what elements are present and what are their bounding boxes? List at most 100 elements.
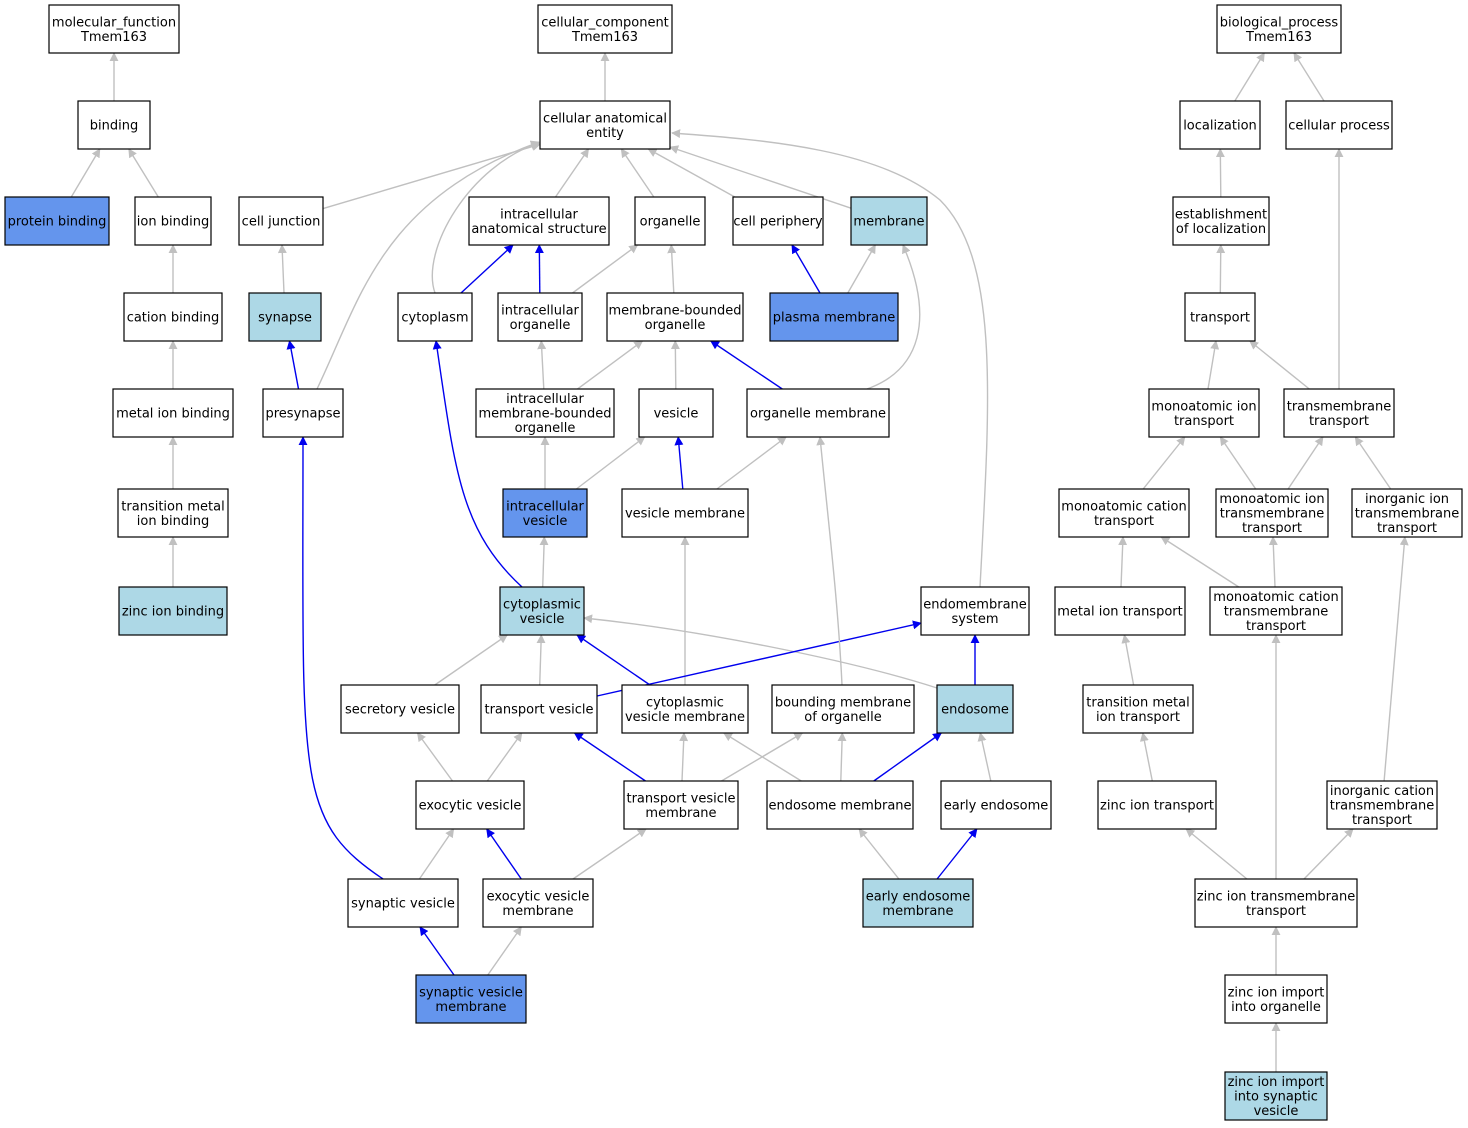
node-metaliontr[interactable]: metal ion transport [1054, 586, 1186, 636]
node-secves[interactable]: secretory vesicle [340, 684, 460, 734]
edge-secves-to-cytves [434, 634, 508, 686]
node-exoves[interactable]: exocytic vesicle [415, 780, 525, 830]
edge-cellper-to-cae [647, 148, 736, 198]
edge-celljunc-to-cae [322, 142, 541, 210]
node-label-line: transmembrane [1287, 399, 1392, 414]
node-label-line: transport [1246, 904, 1306, 919]
edge-estloc-to-localization [1215, 148, 1225, 198]
node-label-line: ion transport [1096, 710, 1180, 725]
node-box [262, 388, 344, 438]
node-box [475, 388, 615, 438]
node-zincbind[interactable]: zinc ion binding [118, 586, 228, 636]
node-label-line: cellular_component [541, 15, 669, 30]
node-protbind[interactable]: protein binding [4, 196, 110, 246]
node-box [936, 684, 1014, 734]
node-zinctr[interactable]: zinc ion transport [1097, 780, 1217, 830]
node-vesmem[interactable]: vesicle membrane [621, 488, 749, 538]
node-label-line: exocytic vesicle [419, 799, 522, 814]
node-label-line: organelle [510, 318, 571, 333]
edge-imbo-to-intorg [537, 340, 547, 390]
node-label-line: cytoplasmic [503, 597, 581, 612]
node-earlyendo[interactable]: early endosome [940, 780, 1052, 830]
node-box [1283, 388, 1395, 438]
node-cellproc[interactable]: cellular process [1285, 100, 1393, 150]
node-vesicle[interactable]: vesicle [638, 388, 714, 438]
node-box [862, 878, 974, 928]
edge-mbo-to-organelle [667, 244, 677, 294]
node-celljunc[interactable]: cell junction [238, 196, 324, 246]
node-ionbind[interactable]: ion binding [134, 196, 212, 246]
node-organelle[interactable]: organelle [634, 196, 706, 246]
node-cytoplasm[interactable]: cytoplasm [397, 292, 473, 342]
node-label-line: vesicle membrane [625, 710, 745, 725]
node-orgmem[interactable]: organelle membrane [746, 388, 890, 438]
node-plasmamem[interactable]: plasma membrane [769, 292, 899, 342]
edge-cytvesmem-to-cytves [576, 634, 651, 686]
node-box [1216, 4, 1342, 54]
node-label-line: transition metal [121, 499, 224, 514]
edge-transvesmem-to-cytvesmem [679, 732, 689, 782]
node-localization[interactable]: localization [1179, 100, 1261, 150]
node-label-line: endosome membrane [768, 799, 911, 814]
node-catbind[interactable]: cation binding [123, 292, 223, 342]
node-box [1209, 586, 1343, 636]
node-box [606, 292, 744, 342]
edge-exoves-to-transves [486, 732, 523, 782]
node-presynapse[interactable]: presynapse [262, 388, 344, 438]
node-label-line: vesicle [520, 612, 565, 627]
node-endosome[interactable]: endosome [936, 684, 1014, 734]
node-box [468, 196, 610, 246]
node-synves[interactable]: synaptic vesicle [347, 878, 459, 928]
edge-transves-to-endomem [596, 620, 922, 697]
node-label-line: transmembrane [1355, 507, 1460, 522]
edge-plasmamem-to-cellper [791, 244, 821, 294]
node-transves[interactable]: transport vesicle [480, 684, 598, 734]
node-box [634, 196, 706, 246]
node-transport[interactable]: transport [1184, 292, 1256, 342]
node-box [1148, 388, 1260, 438]
node-endosomemem[interactable]: endosome membrane [766, 780, 914, 830]
node-box [415, 780, 525, 830]
node-cellper[interactable]: cell periphery [732, 196, 824, 246]
node-binding[interactable]: binding [77, 100, 151, 150]
node-membrane[interactable]: membrane [850, 196, 928, 246]
node-metalbind[interactable]: metal ion binding [112, 388, 234, 438]
node-label-line: Tmem163 [80, 30, 147, 45]
node-label-line: synaptic vesicle [419, 985, 523, 1000]
node-synapse[interactable]: synapse [248, 292, 322, 342]
edge-presynapse-to-cae [316, 140, 540, 390]
node-label-line: transmembrane [1224, 605, 1329, 620]
